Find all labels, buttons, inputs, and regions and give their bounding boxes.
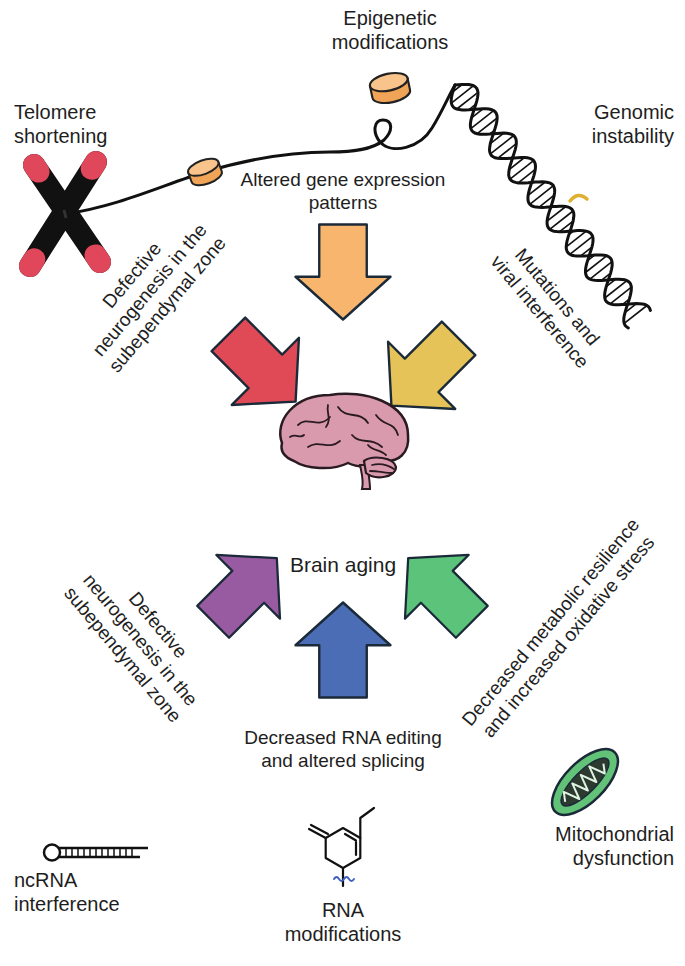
rna-strand — [59, 856, 140, 859]
fold — [368, 445, 386, 455]
base-pair — [510, 161, 534, 180]
telomere-tip — [96, 255, 101, 262]
factor-label: Mitochondrial dysfunction — [538, 822, 674, 870]
outer-membrane — [541, 738, 629, 826]
ring — [326, 828, 361, 868]
telomere-tip — [34, 165, 39, 172]
base-pair — [71, 848, 73, 857]
effect-label: Defective neurogenesis in the subependym… — [56, 549, 224, 731]
double-bond — [345, 834, 356, 841]
methylene — [311, 825, 328, 834]
ethyl-group — [360, 808, 374, 838]
base-pair — [83, 848, 85, 857]
effect-label: Decreased metabolic resilience and incre… — [455, 511, 665, 749]
nucleosome-icon — [186, 155, 224, 188]
center-label: Brain aging — [268, 552, 418, 577]
nucleosome-top — [368, 70, 409, 94]
fold — [290, 435, 304, 437]
fold — [376, 415, 398, 435]
mutation-mark — [570, 195, 587, 201]
ncrna-icon — [44, 845, 148, 861]
base-pair — [119, 848, 121, 857]
base-pair — [107, 848, 109, 857]
arrow-green — [376, 526, 503, 653]
cristae — [560, 758, 609, 807]
effect-label: Altered gene expression patterns — [238, 169, 448, 215]
attachment-squiggle — [334, 877, 354, 881]
cerebrum — [280, 394, 408, 468]
arrow-purple — [181, 526, 308, 653]
fold — [298, 417, 330, 425]
brain-folds — [290, 405, 398, 473]
fold — [326, 405, 329, 427]
double-bond — [355, 842, 357, 855]
factor-label: RNA modifications — [273, 898, 413, 946]
base-pair — [113, 848, 115, 857]
fold — [352, 435, 382, 447]
cerebellum — [364, 458, 396, 478]
rna-modification-icon — [309, 808, 374, 886]
base-pair — [95, 848, 97, 857]
centromere — [64, 210, 66, 218]
fold — [308, 441, 340, 447]
base-pair — [530, 186, 554, 205]
telomere-tip — [92, 162, 96, 169]
factor-label: ncRNA interference — [14, 868, 134, 916]
mitochondrion-icon — [541, 738, 629, 826]
telomere-tip — [30, 259, 34, 266]
arrow-orange — [296, 225, 391, 320]
inner-membrane — [555, 752, 616, 813]
fold — [370, 471, 392, 473]
base-pair — [125, 848, 127, 857]
brain-illustration — [268, 385, 418, 490]
effect-label: Defective neurogenesis in the subependym… — [66, 199, 234, 381]
brain-node: Brain aging — [268, 385, 418, 577]
nucleosome-icon — [368, 70, 412, 106]
base-pair — [490, 136, 513, 154]
base-pair — [89, 848, 91, 857]
effect-label: Decreased RNA editing and altered splici… — [238, 727, 448, 773]
fold — [372, 464, 394, 469]
base-pair — [77, 848, 79, 857]
bond — [342, 868, 344, 886]
arrow-blue — [296, 603, 391, 698]
dna-strand — [65, 85, 455, 214]
base-pairs — [66, 848, 132, 857]
base-pair — [550, 211, 573, 229]
hairpin-loop — [44, 845, 60, 861]
fold — [338, 407, 368, 423]
factor-label: Epigenetic modifications — [320, 6, 460, 54]
base-pair — [65, 848, 67, 857]
factor-label: Telomere shortening — [14, 100, 134, 148]
base-pair — [101, 848, 103, 857]
nucleosome-top — [186, 155, 221, 179]
base-pair — [131, 848, 133, 857]
chromosome-icon — [30, 162, 100, 266]
factor-label: Genomic instability — [552, 100, 674, 148]
